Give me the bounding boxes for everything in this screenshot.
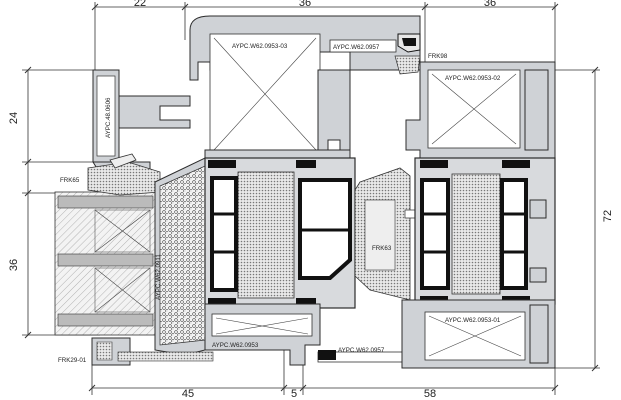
label-profile-left-vertical: AYPC.48.0606 xyxy=(105,97,112,138)
dim-bottom-left: 45 xyxy=(182,388,194,400)
label-profile-top-right: AYPC.W62.0953-02 xyxy=(445,75,501,82)
dim-right: 72 xyxy=(602,210,614,222)
label-profile-top-gasket: AYPC.W62.0957 xyxy=(333,44,380,51)
dim-top-middle: 36 xyxy=(299,0,311,9)
bottom-center-profile xyxy=(204,303,403,366)
dim-top-right: 36 xyxy=(484,0,496,9)
center-sash xyxy=(204,157,356,309)
dim-top-left: 22 xyxy=(134,0,146,9)
label-profile-bottom-center: AYPC.W62.0953 xyxy=(212,342,259,349)
dim-left-upper: 24 xyxy=(8,112,20,124)
part-labels: AYPC.W62.0953-03 AYPC.W62.0957 FRK98 AYP… xyxy=(58,43,501,364)
top-gasket xyxy=(329,33,421,75)
label-gasket-frk63: FRK63 xyxy=(372,245,392,252)
gasket-frk65 xyxy=(87,153,161,196)
top-right-profile xyxy=(405,61,556,163)
label-gasket-frk29: FRK29-01 xyxy=(58,357,87,364)
gasket-frk63 xyxy=(354,167,429,301)
label-gasket-frk65: FRK65 xyxy=(60,177,80,184)
left-lower-profile xyxy=(91,157,214,366)
dim-left-lower: 36 xyxy=(8,259,20,271)
dim-bottom-right: 58 xyxy=(424,388,436,400)
dim-bottom-middle: 5 xyxy=(291,388,297,400)
label-profile-bottom-right: AYPC.W62.0953-01 xyxy=(445,317,501,324)
label-profile-left-lower: AYPC.W62.0911 xyxy=(155,254,162,300)
label-profile-bottom-gasket: AYPC.W62.0957 xyxy=(338,347,385,354)
top-center-profile xyxy=(189,15,421,163)
left-glazing-unit xyxy=(54,191,156,336)
label-profile-top-center: AYPC.W62.0953-03 xyxy=(232,43,288,50)
label-gasket-frk98: FRK98 xyxy=(428,53,448,60)
bottom-right-profile xyxy=(401,299,556,369)
dimension-lines xyxy=(22,2,600,395)
right-frame xyxy=(414,157,556,305)
